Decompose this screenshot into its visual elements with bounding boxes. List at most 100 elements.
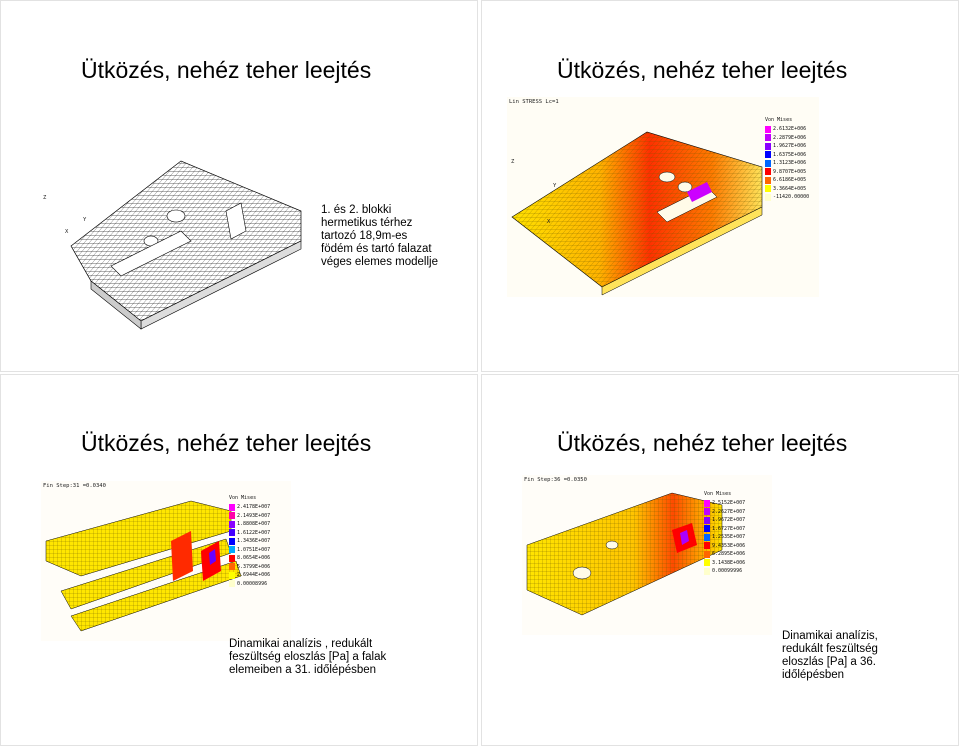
legend-entry: 6.6186E+005 xyxy=(765,176,809,185)
legend-entry: 9.4353E+006 xyxy=(704,542,745,551)
legend-entry: 9.8707E+005 xyxy=(765,168,809,177)
slide-1: Ütközés, nehéz teher leejtés Z Y X 1. és… xyxy=(0,0,478,372)
legend-swatch xyxy=(704,559,710,567)
stress-plot-figure: Fin Step:31 =0.0340 Von Mises 2.4178E+00… xyxy=(41,481,291,641)
legend-swatch xyxy=(765,193,771,201)
legend-swatch xyxy=(765,159,771,167)
axis-z-label: Z xyxy=(43,195,47,201)
legend-entry: 1.9627E+006 xyxy=(765,142,809,151)
legend-swatch xyxy=(229,546,235,554)
plot-header: Fin Step:31 =0.0340 xyxy=(43,483,106,489)
legend-value: 1.9627E+006 xyxy=(773,143,807,150)
slide-title: Ütközés, nehéz teher leejtés xyxy=(81,430,372,456)
axis-y-label: Y xyxy=(553,183,557,189)
legend-value: 5.3799E+006 xyxy=(237,563,271,570)
legend-value: 2.1493E+007 xyxy=(237,512,271,519)
legend-swatch xyxy=(704,508,710,516)
legend-swatch xyxy=(704,533,710,541)
legend-value: 9.4353E+006 xyxy=(712,542,746,549)
legend-entry: 0.00008996 xyxy=(229,580,270,589)
legend-title: Von Mises xyxy=(704,491,732,497)
legend-value: 1.6727E+007 xyxy=(712,525,746,532)
legend-value: 2.4178E+007 xyxy=(237,504,271,511)
legend-swatch xyxy=(765,168,771,176)
legend-value: 3.1438E+006 xyxy=(712,559,746,566)
legend-swatch xyxy=(765,142,771,150)
legend-value: -11420.00000 xyxy=(773,194,810,201)
legend-value: 6.6186E+005 xyxy=(773,177,807,184)
fem-mesh-figure: Z Y X xyxy=(31,151,321,331)
axis-x-label: X xyxy=(65,229,69,235)
legend-swatch xyxy=(704,516,710,524)
legend-value: 2.2627E+007 xyxy=(712,508,746,515)
legend-value: 2.2879E+006 xyxy=(773,134,807,141)
legend-entry: 3.3664E+005 xyxy=(765,185,809,194)
legend-entry: -11420.00000 xyxy=(765,193,809,202)
slide-caption: Dinamikai analízis, redukált feszültség … xyxy=(782,630,878,681)
legend-value: 1.3436E+007 xyxy=(237,538,271,545)
legend-value: 1.9672E+007 xyxy=(712,517,746,524)
legend-entry: 1.2535E+007 xyxy=(704,533,745,542)
legend-value: 3.3664E+005 xyxy=(773,185,807,192)
plot-header: Fin Step:36 =0.0350 xyxy=(524,477,587,483)
legend-value: 0.00008996 xyxy=(237,580,268,587)
legend-swatch xyxy=(229,571,235,579)
legend-entry: 2.5152E+007 xyxy=(704,499,745,508)
legend-entry: 1.0751E+007 xyxy=(229,546,270,555)
legend-entry: 2.2879E+006 xyxy=(765,134,809,143)
legend-entry: 2.4178E+007 xyxy=(229,503,270,512)
legend-entry: 1.8808E+007 xyxy=(229,520,270,529)
legend-swatch xyxy=(704,525,710,533)
legend-swatch xyxy=(229,537,235,545)
legend-title: Von Mises xyxy=(229,495,257,501)
legend-swatch xyxy=(704,499,710,507)
legend-swatch xyxy=(765,176,771,184)
legend-value: 8.0654E+006 xyxy=(237,555,271,562)
slide-title: Ütközés, nehéz teher leejtés xyxy=(557,430,848,456)
legend-entry: 2.1493E+007 xyxy=(229,512,270,521)
legend-value: 0.00099996 xyxy=(712,568,743,575)
legend-value: 2.6944E+006 xyxy=(237,572,271,579)
axis-y-label: Y xyxy=(83,217,87,223)
legend-entry: 2.6944E+006 xyxy=(229,571,270,580)
legend-value: 1.6122E+007 xyxy=(237,529,271,536)
legend-value: 2.6132E+006 xyxy=(773,126,807,133)
legend-swatch xyxy=(229,529,235,537)
legend-value: 1.2535E+007 xyxy=(712,534,746,541)
legend-value: 1.6375E+006 xyxy=(773,151,807,158)
legend-value: 1.8808E+007 xyxy=(237,521,271,528)
legend-swatch xyxy=(765,125,771,133)
slide-title: Ütközés, nehéz teher leejtés xyxy=(81,57,372,83)
slide-caption: Dinamikai analízis , redukált feszültség… xyxy=(229,638,387,676)
legend-swatch xyxy=(229,512,235,520)
legend-entry: 1.6375E+006 xyxy=(765,151,809,160)
legend-swatch xyxy=(229,563,235,571)
slide-4: Ütközés, nehéz teher leejtés Fin Step:36… xyxy=(481,374,959,746)
legend-swatch xyxy=(229,520,235,528)
stress-plot-figure: Lin STRESS Lc=1 Z xyxy=(507,97,819,297)
legend-swatch xyxy=(765,134,771,142)
axis-x-label: X xyxy=(547,219,551,225)
legend-swatch xyxy=(765,185,771,193)
legend-swatch xyxy=(229,580,235,588)
legend-value: 9.8707E+005 xyxy=(773,168,807,175)
axis-z-label: Z xyxy=(511,159,515,165)
legend-entry: 1.3436E+007 xyxy=(229,537,270,546)
legend-entry: 1.6122E+007 xyxy=(229,529,270,538)
slide-2: Ütközés, nehéz teher leejtés Lin STRESS … xyxy=(481,0,959,372)
legend-swatch xyxy=(704,567,710,575)
legend-swatch xyxy=(229,503,235,511)
slide-3: Ütközés, nehéz teher leejtés Fin Step:31… xyxy=(0,374,478,746)
legend-entry: 1.6727E+007 xyxy=(704,525,745,534)
legend-value: 1.0751E+007 xyxy=(237,546,271,553)
legend-entry: 3.1438E+006 xyxy=(704,559,745,568)
legend-entry: 8.0654E+006 xyxy=(229,554,270,563)
slide-caption: 1. és 2. blokki hermetikus térhez tartoz… xyxy=(321,204,438,268)
legend-value: 1.3123E+006 xyxy=(773,160,807,167)
legend-entry: 6.2895E+006 xyxy=(704,550,745,559)
legend-title: Von Mises xyxy=(765,117,793,123)
legend-value: 6.2895E+006 xyxy=(712,551,746,558)
